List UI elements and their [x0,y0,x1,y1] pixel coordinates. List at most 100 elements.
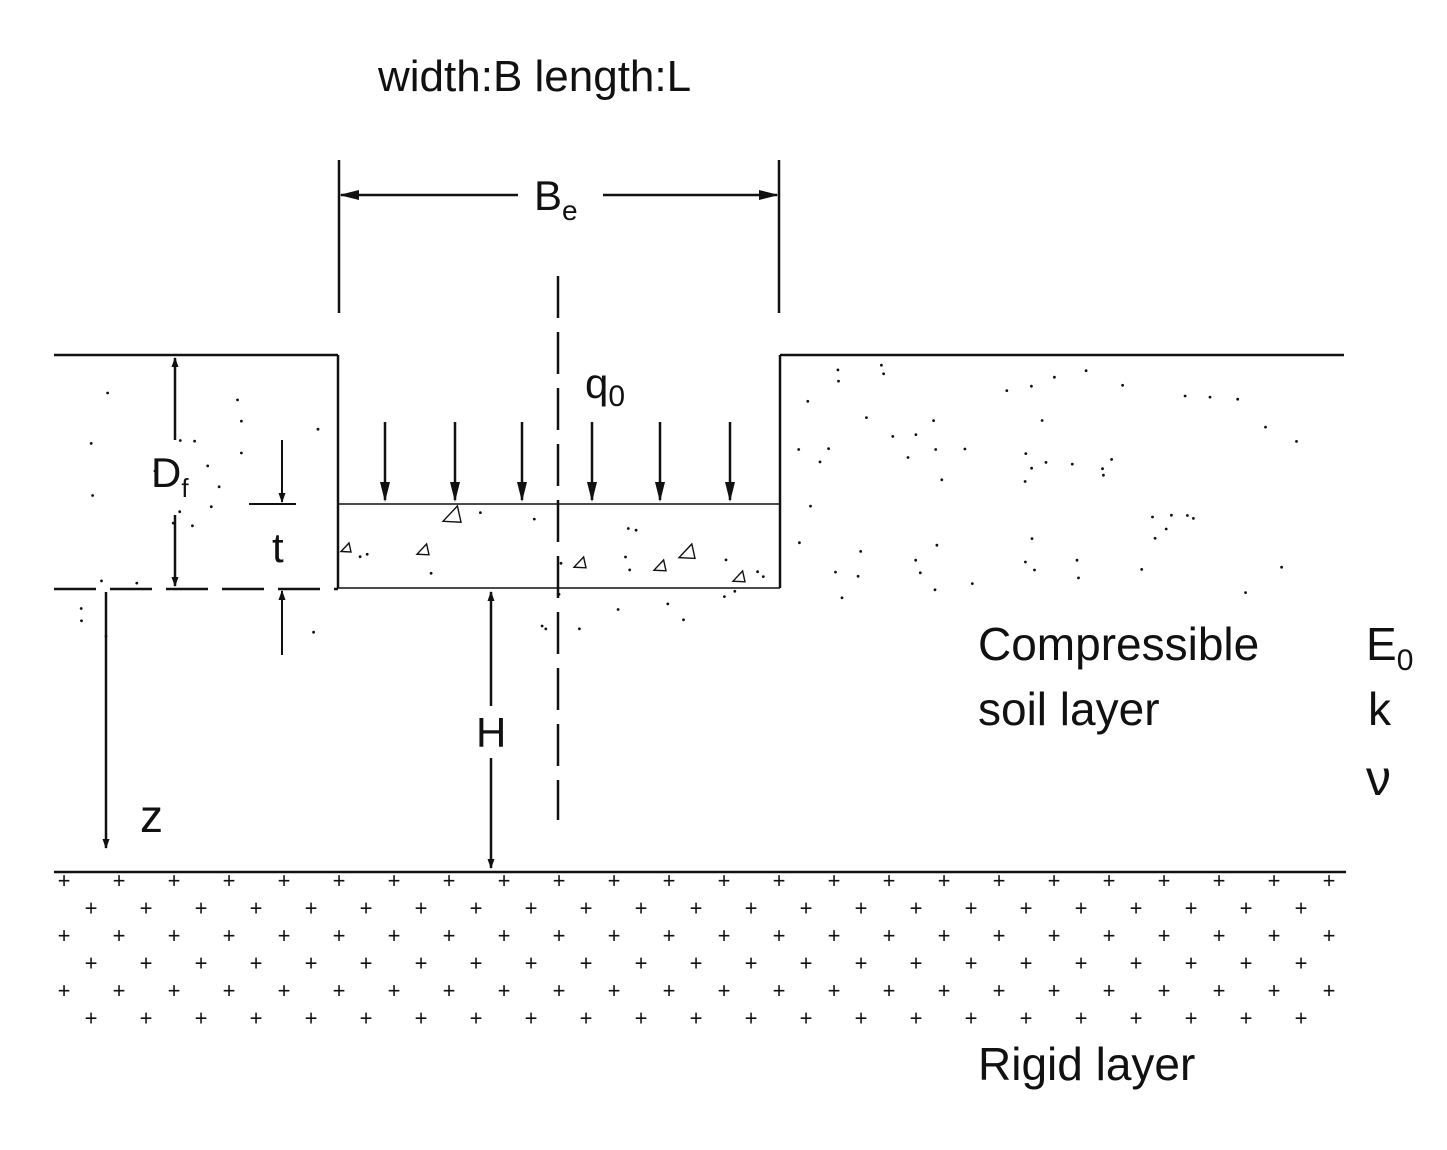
speckle-dot [153,469,157,473]
speckle-dot [1121,383,1124,387]
plus-mark: + [498,868,511,893]
speckle-dot [1140,568,1144,571]
plus-mark: + [498,923,511,948]
speckle-dot [178,510,182,514]
plus-mark: + [1020,896,1033,921]
speckle-dot [1280,565,1283,569]
plus-mark: + [635,896,648,921]
speckle-dot [882,372,885,376]
plus-mark: + [773,923,786,948]
speckle-dot [1170,513,1173,517]
speckle-dot [934,448,938,451]
plus-mark: + [1048,978,1061,1003]
speckle-dot [891,435,895,438]
plus-mark: + [278,978,291,1003]
plus-mark: + [1020,1006,1033,1031]
t-label: t [272,524,284,571]
plus-mark: + [415,1006,428,1031]
plus-mark: + [993,923,1006,948]
speckle-dot [1110,458,1113,461]
plus-mark: + [113,978,126,1003]
plus-mark: + [278,923,291,948]
speckle-dot [626,527,630,530]
plus-mark: + [195,951,208,976]
speckle-dot [1044,461,1048,464]
plus-mark: + [965,1006,978,1031]
plus-mark: + [388,978,401,1003]
soil-label-line2: soil layer [978,683,1160,735]
speckle-dot [104,634,108,638]
plus-mark: + [663,868,676,893]
plus-mark: + [223,923,236,948]
speckle-dot [836,368,840,372]
speckle-dot [1244,591,1247,594]
aggregate-triangle [731,569,746,583]
plus-mark: + [910,951,923,976]
plus-mark: + [553,978,566,1003]
plus-mark: + [1103,923,1116,948]
plus-mark: + [333,868,346,893]
slab-aggregate [339,504,746,583]
plus-mark: + [58,978,71,1003]
plus-mark: + [1130,951,1143,976]
plus-mark: + [1130,896,1143,921]
speckle-dot [733,589,737,593]
plus-mark: + [855,951,868,976]
plus-mark: + [608,923,621,948]
plus-mark: + [168,978,181,1003]
plus-mark: + [745,1006,758,1031]
plus-mark: + [718,923,731,948]
speckle-dot [761,575,765,578]
plus-mark: + [305,1006,318,1031]
t-dimension [249,440,296,655]
speckle-dot [724,558,728,562]
df-label: Df [151,449,189,503]
plus-mark: + [1213,978,1226,1003]
speckle-dot [798,541,801,545]
plus-mark: + [1240,1006,1253,1031]
plus-mark: + [883,868,896,893]
plus-mark: + [1240,896,1253,921]
plus-mark: + [773,978,786,1003]
speckle-dot [1192,517,1195,520]
rigid-layer-label: Rigid layer [978,1038,1195,1090]
plus-mark: + [333,978,346,1003]
load-arrows [380,422,735,502]
plus-mark: + [525,1006,538,1031]
speckle-dot [1151,515,1154,519]
plus-mark: + [1130,1006,1143,1031]
plus-mark: + [1268,978,1281,1003]
plus-mark: + [938,923,951,948]
h-label: H [476,709,506,756]
speckle-dot [206,464,210,468]
z-label: z [140,790,163,842]
speckle-dot [1186,514,1189,517]
speckle-dot [1084,369,1088,373]
speckle-dot [544,627,548,631]
plus-mark: + [1020,951,1033,976]
speckle-dot [316,427,320,431]
plus-mark: + [388,923,401,948]
speckle-dot [1101,467,1104,471]
plus-mark: + [360,951,373,976]
plus-mark: + [745,896,758,921]
plus-mark: + [580,1006,593,1031]
plus-mark: + [1075,951,1088,976]
speckle-dot [906,456,910,459]
plus-mark: + [1268,868,1281,893]
speckle-dot [91,494,94,497]
speckle-dot [933,588,937,592]
speckle-dot [479,511,482,514]
plus-mark: + [635,1006,648,1031]
plus-mark: + [525,896,538,921]
plus-mark: + [1075,1006,1088,1031]
plus-mark: + [305,896,318,921]
plus-mark: + [388,868,401,893]
speckle-dot [1005,389,1009,392]
speckle-dot [1153,536,1157,540]
speckle-dot [837,379,840,383]
plus-mark: + [278,868,291,893]
plus-mark: + [718,868,731,893]
plus-mark: + [1103,978,1116,1003]
plus-mark: + [910,896,923,921]
